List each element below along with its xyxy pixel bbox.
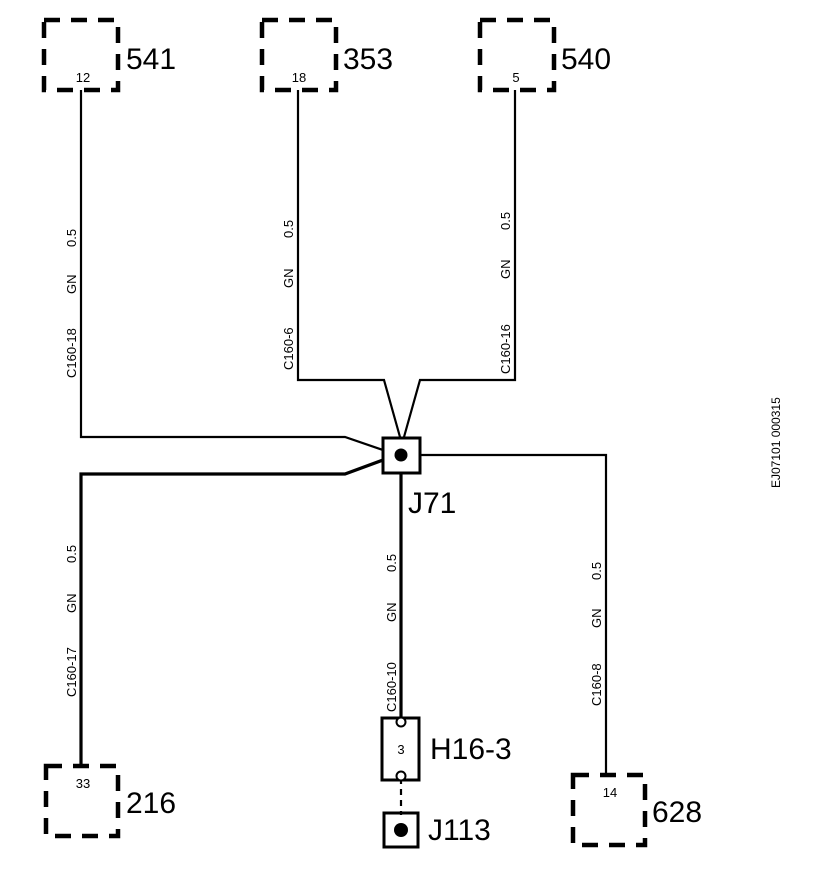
wire-216-circuit: C160-17 bbox=[64, 647, 79, 697]
wire-541-color: GN bbox=[64, 275, 79, 295]
j71-label: J71 bbox=[408, 487, 456, 520]
wire-216-size: 0.5 bbox=[64, 545, 79, 563]
component-628-label: 628 bbox=[652, 796, 702, 829]
wire-h16-size: 0.5 bbox=[384, 554, 399, 572]
wire-353 bbox=[296, 90, 402, 438]
pin-540: 5 bbox=[512, 70, 519, 85]
wire-541 bbox=[79, 90, 384, 452]
splice-j113[interactable] bbox=[382, 811, 420, 849]
splice-dot-icon bbox=[394, 823, 408, 837]
wire-628-color: GN bbox=[589, 609, 604, 629]
wire-540-size: 0.5 bbox=[498, 212, 513, 230]
wire-628-labels: C160-8 GN 0.5 bbox=[589, 562, 604, 706]
wire-353-labels: C160-6 GN 0.5 bbox=[281, 220, 296, 370]
reference-code-text: EJ07101 000315 bbox=[769, 397, 783, 488]
wire-216-color: GN bbox=[64, 594, 79, 614]
wire-628-size: 0.5 bbox=[589, 562, 604, 580]
splice-dot-icon bbox=[394, 448, 408, 462]
component-541[interactable]: 12 bbox=[41, 17, 121, 93]
splice-j71[interactable] bbox=[381, 436, 422, 475]
component-216[interactable]: 33 bbox=[43, 763, 121, 839]
wire-353-size: 0.5 bbox=[281, 220, 296, 238]
wire-353-color: GN bbox=[281, 269, 296, 289]
wire-540-labels: C160-16 GN 0.5 bbox=[498, 212, 513, 374]
wire-540-circuit: C160-16 bbox=[498, 324, 513, 374]
wire-216 bbox=[79, 458, 384, 765]
wire-540 bbox=[402, 90, 517, 438]
pin-353: 18 bbox=[292, 70, 306, 85]
pin-541: 12 bbox=[76, 70, 90, 85]
reference-code: EJ07101 000315 bbox=[769, 397, 783, 488]
wire-628-circuit: C160-8 bbox=[589, 663, 604, 706]
component-540[interactable]: 5 bbox=[477, 17, 557, 93]
wire-216-labels: C160-17 GN 0.5 bbox=[64, 545, 79, 697]
component-541-label: 541 bbox=[126, 43, 176, 76]
wire-353-circuit: C160-6 bbox=[281, 327, 296, 370]
pin-628: 14 bbox=[603, 785, 617, 800]
wire-540-color: GN bbox=[498, 260, 513, 280]
component-353[interactable]: 18 bbox=[259, 17, 339, 93]
wire-541-size: 0.5 bbox=[64, 229, 79, 247]
component-216-label: 216 bbox=[126, 787, 176, 820]
component-540-label: 540 bbox=[561, 43, 611, 76]
wire-h16-color: GN bbox=[384, 603, 399, 623]
pin-216: 33 bbox=[76, 776, 90, 791]
pin-bottom-icon bbox=[395, 770, 407, 782]
wire-541-circuit: C160-18 bbox=[64, 328, 79, 378]
wire-541-labels: C160-18 GN 0.5 bbox=[64, 229, 79, 378]
j113-label: J113 bbox=[428, 814, 491, 847]
component-353-label: 353 bbox=[343, 43, 393, 76]
component-628[interactable]: 14 bbox=[570, 772, 648, 848]
wire-628 bbox=[420, 453, 608, 775]
wire-h16-labels: C160-10 GN 0.5 bbox=[384, 554, 399, 712]
connector-h16-3[interactable]: 3 bbox=[380, 716, 421, 782]
h16-3-label: H16-3 bbox=[430, 733, 512, 766]
wire-h16-circuit: C160-10 bbox=[384, 662, 399, 712]
pin-h16-3: 3 bbox=[397, 742, 404, 757]
pin-top-icon bbox=[395, 716, 407, 728]
